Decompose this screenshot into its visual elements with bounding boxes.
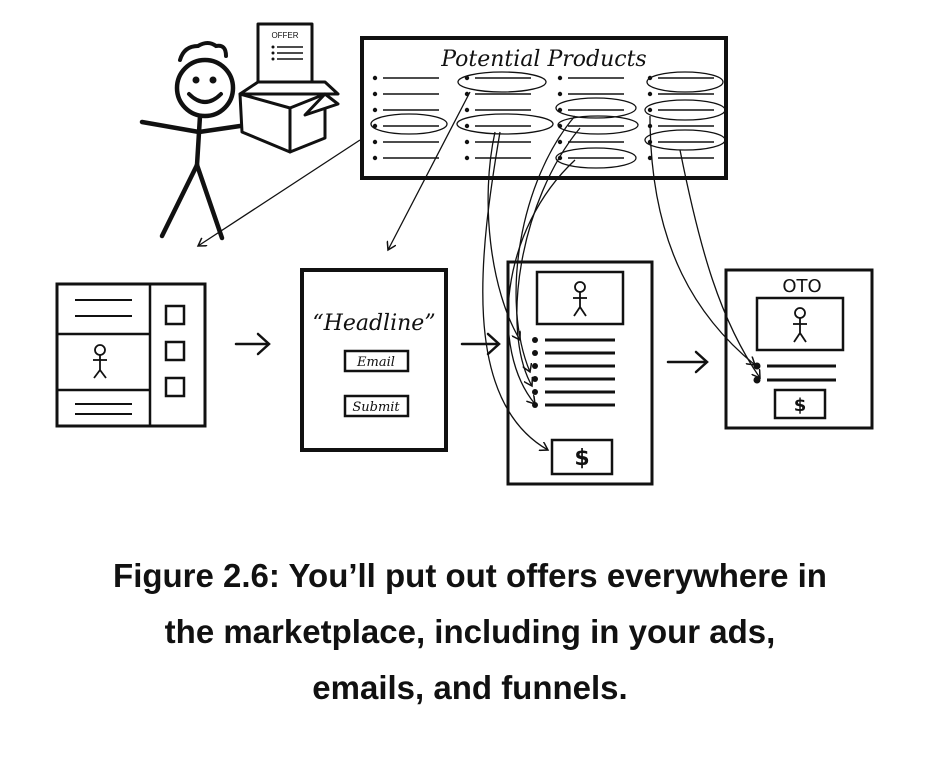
stick-figure-icon	[139, 41, 243, 241]
optin-page: “Headline” Email Submit	[300, 268, 448, 452]
figure-caption: Figure 2.6: You’ll put out offers everyw…	[0, 548, 940, 716]
product-bullet	[464, 123, 470, 129]
submit-label: Submit	[352, 400, 400, 415]
sales-bullet	[532, 337, 538, 343]
product-bullet	[557, 155, 563, 161]
submit-button	[343, 394, 410, 418]
sales-price-icon: $	[574, 446, 589, 471]
product-bullet	[647, 155, 653, 161]
product-bullet	[372, 139, 378, 145]
product-bullet	[557, 139, 563, 145]
caption-line: the marketplace, including in your ads,	[164, 613, 776, 650]
product-bullet	[557, 91, 563, 97]
products-title: Potential Products	[440, 47, 646, 72]
sales-bullet	[532, 350, 538, 356]
product-bullet	[464, 155, 470, 161]
product-bullet	[647, 91, 653, 97]
oto-price-icon: $	[794, 395, 807, 416]
person-icon	[793, 307, 807, 343]
caption-line: emails, and funnels.	[312, 669, 628, 706]
offer-label: OFFER	[271, 31, 298, 40]
product-bullet	[372, 91, 378, 97]
product-bullet	[464, 139, 470, 145]
product-bullet	[647, 139, 653, 145]
email-label: Email	[356, 355, 395, 370]
sales-bullet	[532, 402, 538, 408]
headline-text: “Headline”	[312, 311, 435, 336]
product-bullet	[372, 75, 378, 81]
offers-diagram: OFFER Potential Products	[55, 22, 874, 486]
product-bullet	[464, 107, 470, 113]
product-bullet	[464, 91, 470, 97]
product-bullet	[372, 107, 378, 113]
offer-arrows	[198, 91, 760, 450]
product-bullet	[372, 155, 378, 161]
person-icon	[573, 281, 587, 317]
sales-bullet	[532, 389, 538, 395]
product-bullet	[372, 123, 378, 129]
arrow-right-icon	[234, 332, 709, 374]
sales-page: $	[506, 260, 654, 486]
oto-page: OTO $	[724, 268, 874, 430]
offer-box-icon: OFFER	[238, 22, 340, 154]
email-field	[343, 349, 410, 373]
ad-page-icon	[55, 282, 207, 428]
product-bullet	[647, 123, 653, 129]
oto-label: OTO	[782, 276, 821, 297]
caption-line: Figure 2.6: You’ll put out offers everyw…	[113, 557, 827, 594]
product-bullet	[557, 75, 563, 81]
sales-bullet	[532, 363, 538, 369]
potential-products-board: Potential Products	[360, 36, 728, 180]
product-bullet	[647, 107, 653, 113]
sales-bullet	[532, 376, 538, 382]
